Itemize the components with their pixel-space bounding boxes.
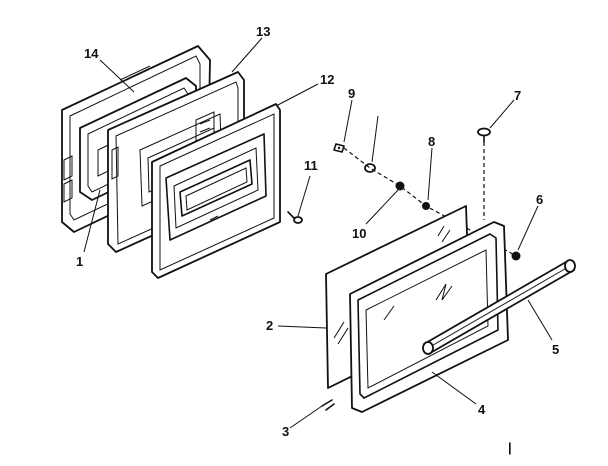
part-11-screw [287,211,303,224]
label-part-2: 2 [266,318,273,333]
label-part-6: 6 [536,192,543,207]
part-5-door-handle [422,259,576,355]
part-9-clip [333,143,345,153]
leader-lines [83,37,553,429]
label-part-7: 7 [514,88,521,103]
label-part-13: 13 [256,24,270,39]
label-part-3: 3 [282,424,289,439]
label-part-12: 12 [320,72,334,87]
label-part-1: 1 [76,254,83,269]
label-part-11: 11 [304,158,318,173]
label-part-8: 8 [428,134,435,149]
label-part-4: 4 [478,402,486,417]
part-3-screw [321,399,335,411]
label-part-5: 5 [552,342,559,357]
part-4-door-frame [349,221,509,413]
stray-mark: | [508,440,512,455]
part-labels: 14 13 12 1 11 9 8 7 10 6 2 5 3 4 [76,24,559,439]
label-part-9: 9 [348,86,355,101]
part-7-screw [477,127,491,143]
label-part-14: 14 [84,46,99,61]
part-12-window-panel [151,103,281,279]
label-part-10: 10 [352,226,366,241]
